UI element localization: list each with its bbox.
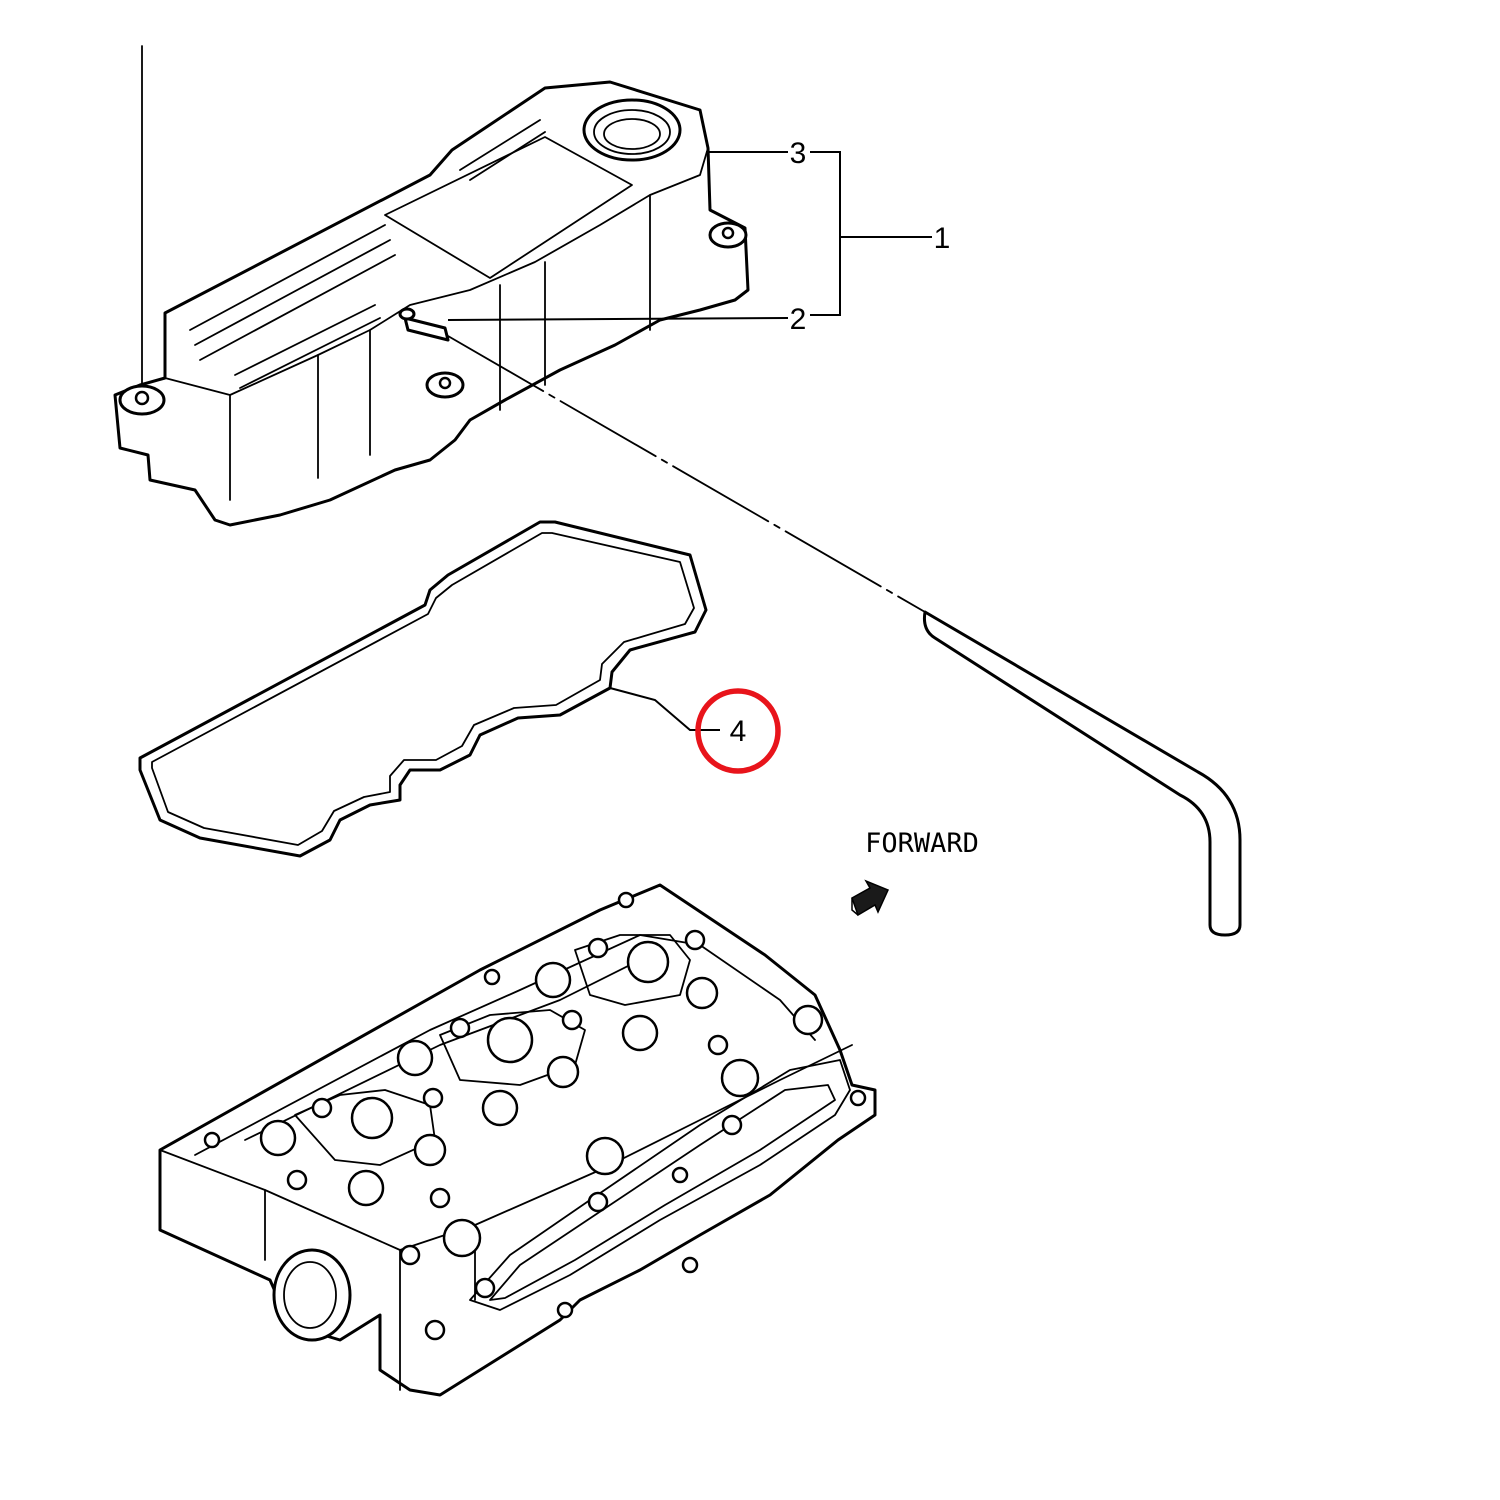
callout-1: 1 [934, 222, 951, 255]
forward-arrow-icon [851, 879, 890, 917]
forward-label: FORWARD [865, 828, 979, 859]
rocker-cover[interactable] [113, 45, 750, 527]
cover-gasket[interactable] [138, 520, 708, 858]
callout-3: 3 [790, 137, 807, 170]
cylinder-head [158, 883, 877, 1397]
highlight-circle [695, 688, 781, 774]
breather-hose[interactable] [447, 335, 1242, 937]
callout-2: 2 [790, 303, 807, 336]
leader-lines [447, 151, 932, 731]
callout-4: 4 [730, 715, 747, 748]
